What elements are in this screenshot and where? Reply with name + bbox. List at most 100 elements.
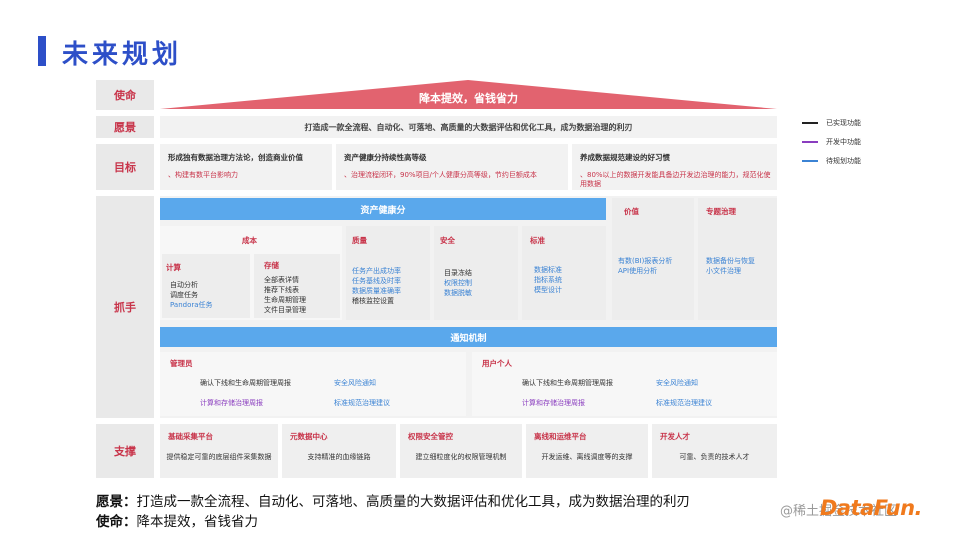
bottom-mission-line: 使命：降本提效，省钱省力	[96, 510, 258, 530]
mission-text: 降本提效，省钱省力	[419, 92, 518, 105]
list-item: 指标系统	[534, 276, 562, 284]
standard-title: 标准	[530, 236, 545, 245]
list-item: 安全风险通知	[334, 379, 376, 387]
list-item: 目录冻结	[444, 269, 472, 277]
notify-bar: 通知机制	[160, 327, 777, 347]
row-head-support: 支撑	[96, 424, 154, 478]
list-item: 确认下线和生命周期管理周报	[522, 379, 613, 387]
list-item: 确认下线和生命周期管理周报	[200, 379, 291, 387]
standard-cell	[522, 226, 606, 320]
legend-label: 待规划功能	[826, 157, 861, 165]
bottom-vision-line: 愿景：打造成一款全流程、自动化、可落地、高质量的大数据评估和优化工具，成为数据治…	[96, 490, 690, 510]
list-item: 自动分析	[170, 281, 198, 289]
support-text: 可靠、负责的技术人才	[679, 453, 750, 461]
goal-title: 形成独有数据治理方法论，创造商业价值	[168, 153, 303, 162]
support-title: 元数据中心	[290, 432, 328, 441]
legend-item: 开发中功能	[802, 137, 861, 147]
support-title: 基础采集平台	[168, 432, 213, 441]
legend-swatch	[802, 141, 818, 143]
legend-swatch	[802, 122, 818, 124]
asset-health-bar: 资产健康分	[160, 198, 606, 220]
bottom-mission-text: 降本提效，省钱省力	[136, 514, 259, 530]
list-item: 计算和存储治理周报	[522, 399, 585, 407]
list-item: 数据质量准确率	[352, 287, 401, 295]
goal-sub: 、治理流程闭环，90%项目/个人健康分高等级，节约巨额成本	[344, 171, 537, 179]
support-text: 开发运维、离线调度等的支撑	[541, 453, 633, 461]
list-item: 数据标准	[534, 266, 562, 274]
legend-label: 已实现功能	[826, 119, 861, 127]
list-item: 小文件治理	[706, 267, 741, 275]
goal-box-1: 形成独有数据治理方法论，创造商业价值 、构建有数平台影响力	[160, 144, 332, 190]
support-title: 开发人才	[660, 432, 690, 441]
support-box-2: 元数据中心 支持精准的血缘链路	[282, 424, 396, 478]
list-item: 标准规范治理建议	[334, 399, 390, 407]
storage-cell	[254, 254, 340, 318]
storage-items: 全部表详情 推荐下线表 生命周期管理 文件目录管理	[264, 275, 306, 315]
quality-cell	[346, 226, 430, 320]
user-items-left: 确认下线和生命周期管理周报 计算和存储治理周报	[522, 373, 613, 413]
legend-item: 待规划功能	[802, 156, 861, 166]
standard-items: 数据标准 指标系统 模型设计	[534, 265, 562, 295]
vision-bar: 打造成一款全流程、自动化、可落地、高质量的大数据评估和优化工具，成为数据治理的利…	[160, 116, 777, 138]
user-title: 用户个人	[482, 359, 512, 368]
bottom-mission-label: 使命：	[96, 514, 137, 530]
security-title: 安全	[440, 236, 455, 245]
goal-title: 养成数据规范建设的好习惯	[580, 153, 670, 162]
list-item: 数据备份与恢复	[706, 257, 755, 265]
legend-item: 已实现功能	[802, 118, 861, 128]
list-item: Pandora任务	[170, 301, 213, 309]
list-item: 稽核监控设置	[352, 297, 394, 305]
support-text: 提供稳定可靠的底层组件采集数据	[166, 453, 272, 461]
support-box-5: 开发人才 可靠、负责的技术人才	[652, 424, 777, 478]
list-item: 安全风险通知	[656, 379, 698, 387]
list-item: 标准规范治理建议	[656, 399, 712, 407]
bottom-vision-label: 愿景：	[96, 494, 137, 510]
support-box-4: 离线和运维平台 开发运维、离线调度等的支撑	[526, 424, 648, 478]
list-item: 计算和存储治理周报	[200, 399, 263, 407]
quality-title: 质量	[352, 236, 367, 245]
user-items-right: 安全风险通知 标准规范治理建议	[656, 373, 712, 413]
compute-cell	[162, 254, 250, 318]
admin-cell	[160, 352, 466, 416]
row-head-goal: 目标	[96, 144, 154, 190]
value-items: 有数(BI)报表分析 API使用分析	[618, 256, 672, 276]
special-cell	[698, 198, 777, 320]
page-title: 未来规划	[62, 40, 183, 70]
bottom-vision-text: 打造成一款全流程、自动化、可落地、高质量的大数据评估和优化工具，成为数据治理的利…	[136, 494, 691, 510]
support-text: 支持精准的血缘链路	[307, 453, 371, 461]
list-item: 数据脱敏	[444, 289, 472, 297]
list-item: 任务基线及时率	[352, 277, 401, 285]
row-head-vision: 愿景	[96, 116, 154, 138]
admin-items-left: 确认下线和生命周期管理周报 计算和存储治理周报	[200, 373, 291, 413]
admin-title: 管理员	[170, 359, 193, 368]
support-title: 权限安全管控	[408, 432, 453, 441]
support-box-1: 基础采集平台 提供稳定可靠的底层组件采集数据	[160, 424, 278, 478]
list-item: 权限控制	[444, 279, 472, 287]
goal-sub: 、构建有数平台影响力	[168, 171, 238, 179]
quality-items: 任务产出成功率 任务基线及时率 数据质量准确率 稽核监控设置	[352, 266, 401, 306]
list-item: API使用分析	[618, 267, 658, 275]
list-item: 生命周期管理	[264, 296, 306, 304]
admin-items-right: 安全风险通知 标准规范治理建议	[334, 373, 390, 413]
goal-box-3: 养成数据规范建设的好习惯 、80%以上的数据开发能具备边开发边治理的能力，规范化…	[572, 144, 777, 190]
legend-swatch	[802, 160, 818, 162]
watermark: @稀土掘金技术社区	[780, 504, 898, 519]
row-head-handle: 抓手	[96, 196, 154, 418]
list-item: 推荐下线表	[264, 286, 299, 294]
datafun-logo: DataFun.	[820, 496, 923, 520]
list-item: 文件目录管理	[264, 306, 306, 314]
cost-title: 成本	[242, 236, 257, 245]
special-title: 专题治理	[706, 207, 736, 216]
special-items: 数据备份与恢复 小文件治理	[706, 256, 755, 276]
row-head-mission: 使命	[96, 80, 154, 110]
support-box-3: 权限安全管控 建立细粒度化的权限管理机制	[400, 424, 522, 478]
support-title: 离线和运维平台	[534, 432, 587, 441]
list-item: 任务产出成功率	[352, 267, 401, 275]
storage-title: 存储	[264, 261, 279, 270]
list-item: 模型设计	[534, 286, 562, 294]
security-items: 目录冻结 权限控制 数据脱敏	[444, 268, 472, 298]
title-accent-bar	[38, 36, 46, 66]
list-item: 有数(BI)报表分析	[618, 257, 673, 265]
value-title: 价值	[624, 207, 639, 216]
value-cell	[612, 198, 694, 320]
